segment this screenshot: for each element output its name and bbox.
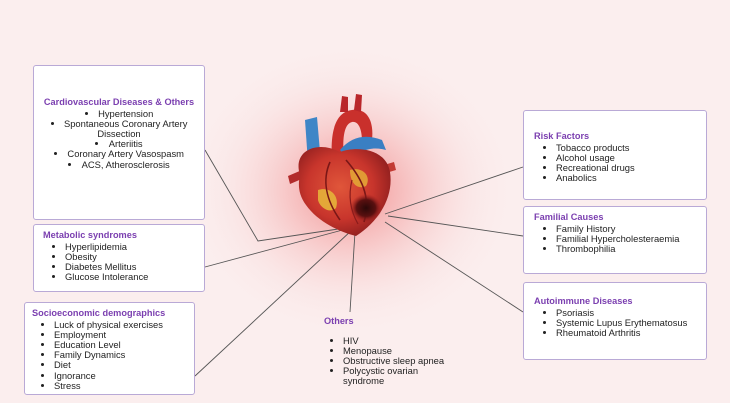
list-item: Rheumatoid Arthritis: [556, 327, 700, 338]
cardio-list: Hypertension Spontaneous Coronary Artery…: [40, 108, 198, 170]
connector-metabolic: [204, 227, 351, 268]
list-item: Systemic Lupus Erythematosus: [556, 317, 700, 328]
list-item: Hypertension: [40, 108, 198, 119]
list-item: Arteriitis: [40, 138, 198, 149]
risk-title: Risk Factors: [534, 131, 590, 141]
list-item: Diet: [54, 360, 188, 370]
list-item: Menopause: [343, 345, 448, 356]
list-item: Glucose Intolerance: [65, 271, 198, 282]
list-item: Employment: [54, 329, 188, 340]
cardio-box: Cardiovascular Diseases & Others Hyperte…: [33, 65, 205, 220]
autoimmune-title: Autoimmune Diseases: [534, 296, 633, 306]
list-item: HIV: [343, 335, 448, 346]
metabolic-title: Metabolic syndromes: [43, 230, 137, 240]
aorta: [331, 109, 373, 160]
list-item: ACS, Atherosclerosis: [40, 159, 198, 170]
list-item: Polycystic ovarian syndrome: [343, 365, 448, 386]
others-box: Others HIV Menopause Obstructive sleep a…: [318, 314, 448, 394]
metabolic-box: Metabolic syndromes Hyperlipidemia Obesi…: [33, 224, 205, 292]
familial-list: Family History Familial Hypercholesterae…: [534, 223, 700, 255]
list-item: Ignorance: [54, 370, 188, 381]
risk-list: Tobacco products Alcohol usage Recreatio…: [534, 142, 700, 184]
heart-illustration: [288, 94, 396, 236]
socio-title: Socioeconomic demographics: [32, 308, 166, 318]
list-item: Stress: [54, 380, 188, 391]
others-list: HIV Menopause Obstructive sleep apnea Po…: [324, 335, 448, 387]
branch-vessel: [340, 96, 348, 112]
list-item: Diabetes Mellitus: [65, 261, 198, 272]
list-item: Family Dynamics: [54, 349, 188, 360]
list-item: Obesity: [65, 251, 198, 262]
connector-familial: [387, 215, 524, 237]
coronary-artery: [325, 161, 341, 221]
connector-risk: [384, 166, 524, 215]
others-title: Others: [324, 316, 354, 326]
connector-socio: [194, 229, 353, 377]
list-item: Psoriasis: [556, 307, 700, 318]
connector-others: [349, 231, 356, 313]
socio-box: Socioeconomic demographics Luck of physi…: [24, 302, 195, 395]
connector-autoimmune: [384, 221, 524, 313]
list-item: Familial Hypercholesteraemia: [556, 233, 700, 244]
list-item: Education Level: [54, 339, 188, 350]
familial-title: Familial Causes: [534, 212, 604, 222]
connector-lines: [194, 149, 524, 377]
list-item: Family History: [556, 223, 700, 234]
list-item: Hyperlipidemia: [65, 241, 198, 252]
metabolic-list: Hyperlipidemia Obesity Diabetes Mellitus…: [43, 241, 198, 283]
list-item: Anabolics: [556, 172, 700, 183]
autoimmune-box: Autoimmune Diseases Psoriasis Systemic L…: [523, 282, 707, 360]
coronary-artery-3: [349, 179, 359, 225]
list-item: Coronary Artery Vasospasm: [40, 149, 198, 159]
autoimmune-list: Psoriasis Systemic Lupus Erythematosus R…: [534, 307, 700, 339]
list-item: Luck of physical exercises: [54, 319, 188, 330]
risk-box: Risk Factors Tobacco products Alcohol us…: [523, 110, 707, 200]
familial-box: Familial Causes Family History Familial …: [523, 206, 707, 274]
list-item: Alcohol usage: [556, 152, 700, 163]
branch-vessel-2: [354, 94, 362, 112]
list-item: Recreational drugs: [556, 162, 700, 173]
list-item: Thrombophilia: [556, 243, 700, 254]
infarct-zone: [350, 194, 382, 222]
cardio-title: Cardiovascular Diseases & Others: [43, 97, 195, 107]
list-item: Spontaneous Coronary Artery Dissection: [40, 118, 198, 139]
socio-list: Luck of physical exercises Employment Ed…: [32, 319, 188, 391]
connector-cardio: [204, 149, 346, 242]
list-item: Tobacco products: [556, 142, 700, 153]
list-item: Obstructive sleep apnea: [343, 355, 448, 366]
